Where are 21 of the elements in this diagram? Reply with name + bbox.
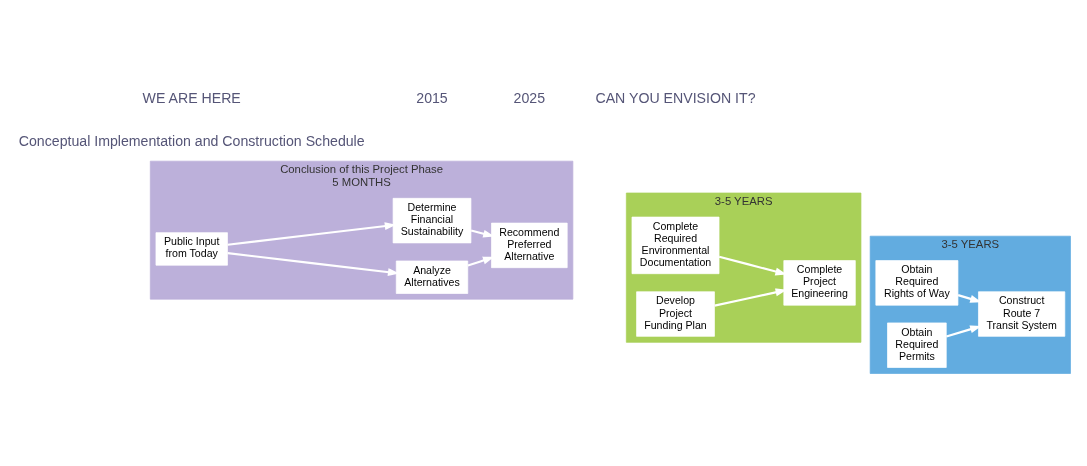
arrow: [957, 294, 982, 303]
arrow: [718, 255, 787, 276]
arrow: [946, 325, 982, 338]
node-box: Construct Route 7 Transit System: [978, 291, 1066, 337]
node-box: Analyze Alternatives: [395, 260, 469, 294]
node-box: Recommend Preferred Alternative: [491, 222, 568, 269]
node-box: Determine Financial Sustainability: [392, 197, 472, 244]
arrow: [470, 229, 495, 238]
label: CAN YOU ENVISION IT?: [595, 90, 756, 107]
node-box: Obtain Required Permits: [887, 322, 947, 368]
node-box: Develop Project Funding Plan: [636, 291, 715, 337]
label: 2015: [416, 90, 448, 107]
arrow: [714, 288, 787, 307]
node-box: Complete Project Engineering: [783, 260, 856, 306]
node-box: Complete Required Environmental Documentation: [631, 216, 720, 275]
label: 2025: [513, 90, 546, 107]
label: Conceptual Implementation and Construction Schedule: [18, 133, 365, 150]
node-box: Obtain Required Rights of Way: [875, 260, 959, 306]
label: WE ARE HERE: [142, 90, 241, 107]
node-box: Public Input from Today: [155, 232, 228, 266]
arrow: [227, 252, 400, 277]
